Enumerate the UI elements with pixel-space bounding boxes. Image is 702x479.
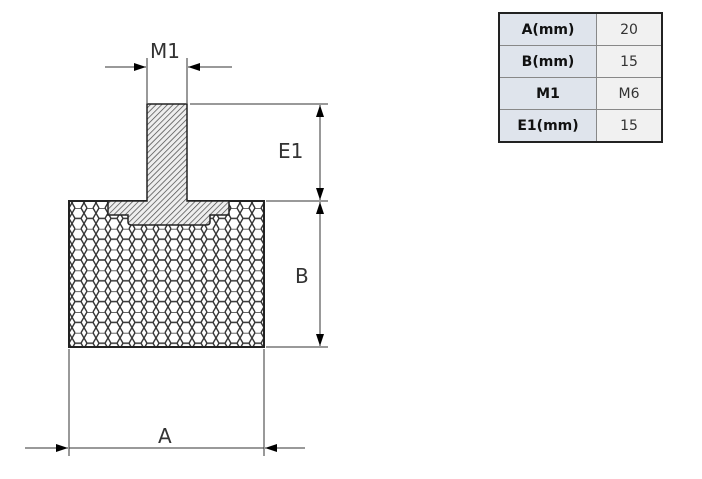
label-a: A [158,424,172,448]
spec-value: M6 [596,77,663,110]
spec-key: M1 [498,77,597,110]
spec-key: E1(mm) [498,109,597,143]
table-row: A(mm)20 [498,12,663,46]
dimension-lines [25,58,328,456]
spec-value: 15 [596,109,663,143]
label-e1: E1 [278,139,303,163]
label-b: B [295,264,309,288]
table-row: B(mm)15 [498,45,663,78]
label-m1: M1 [150,39,180,63]
spec-value: 20 [596,12,663,46]
table-row: E1(mm)15 [498,109,663,143]
threaded-stud [107,103,230,226]
spec-key: A(mm) [498,12,597,46]
spec-value: 15 [596,45,663,78]
spec-key: B(mm) [498,45,597,78]
